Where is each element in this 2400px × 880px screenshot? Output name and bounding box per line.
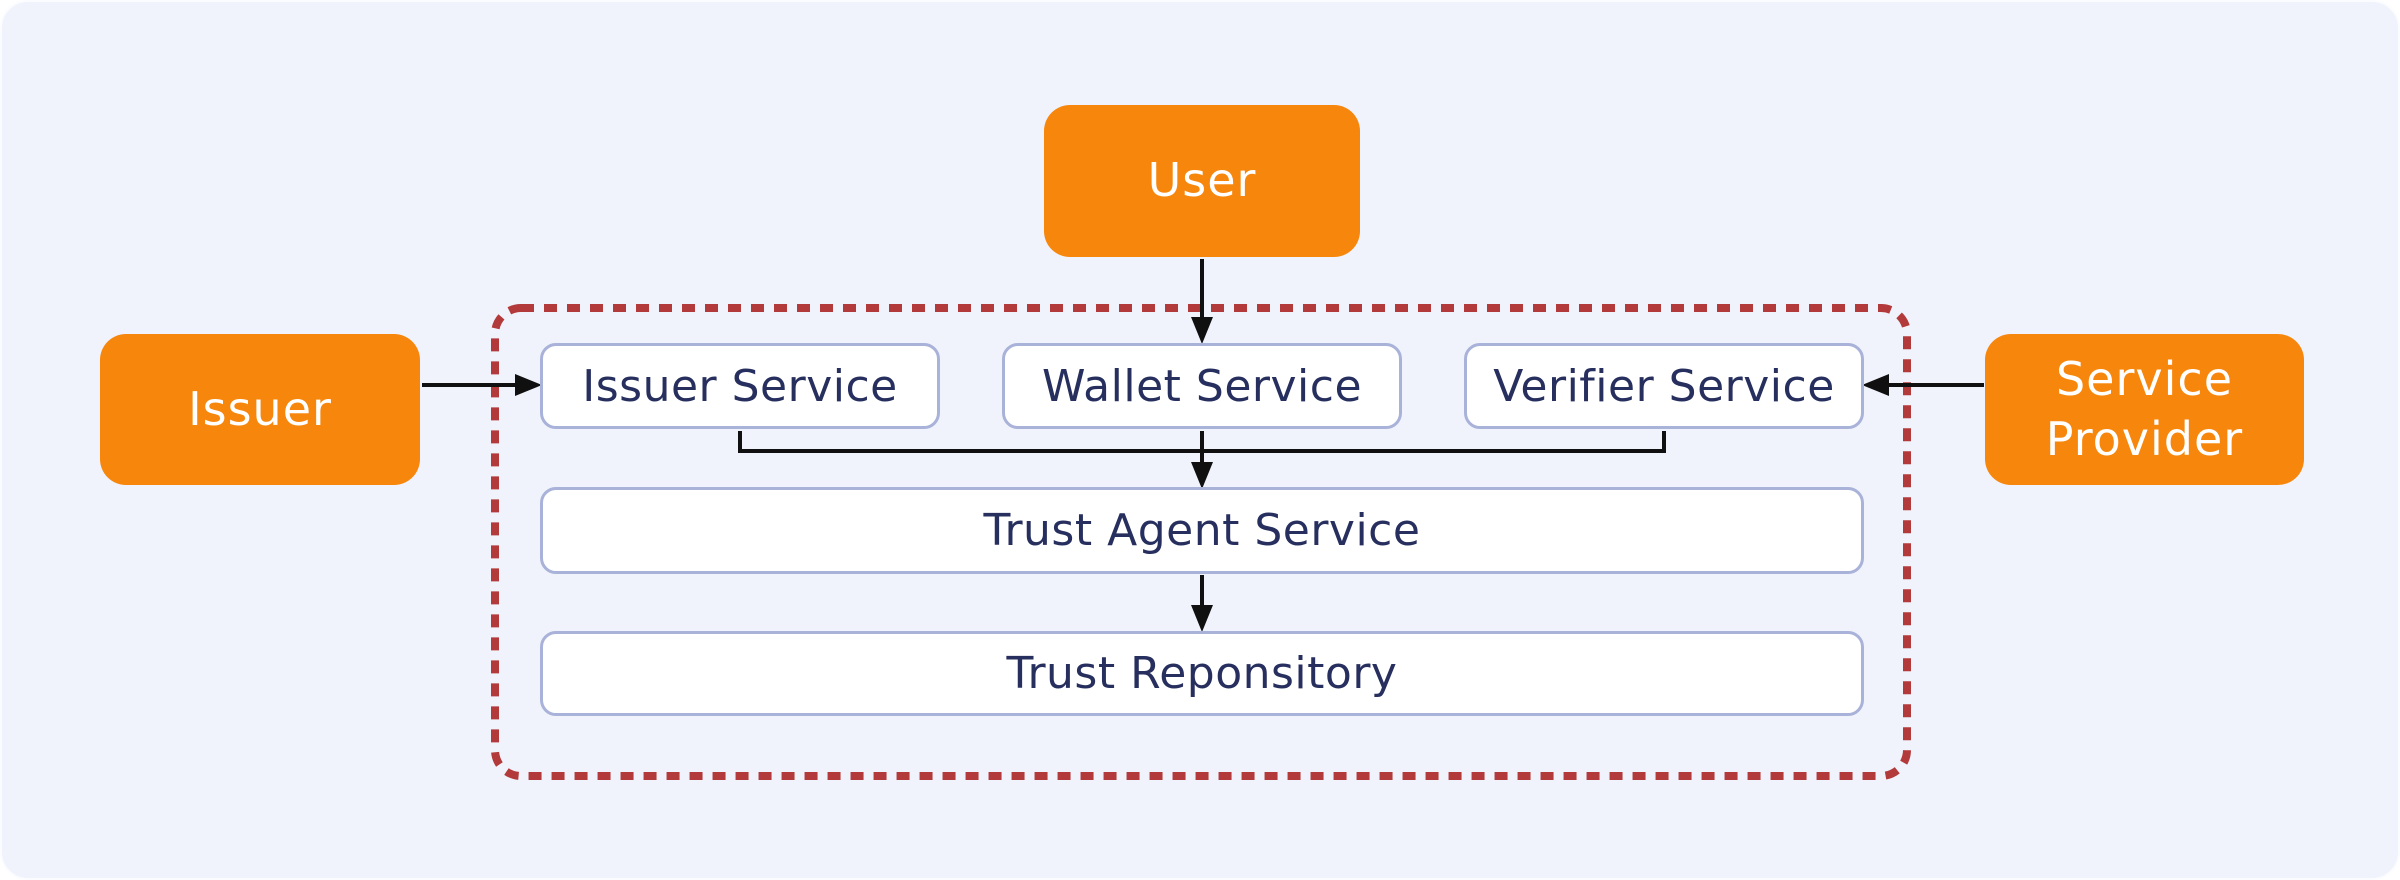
node-issuer: Issuer (100, 334, 420, 485)
node-issuer-service: Issuer Service (540, 343, 940, 429)
arrow-service-provider-to-verifier-service (1862, 374, 1984, 396)
node-service-provider: Service Provider (1985, 334, 2304, 485)
arrow-trust-agent-to-trust-repository (1191, 575, 1213, 632)
node-trust-agent-service-label: Trust Agent Service (983, 505, 1421, 556)
node-issuer-label: Issuer (188, 381, 332, 436)
node-verifier-service-label: Verifier Service (1493, 360, 1835, 412)
node-wallet-service: Wallet Service (1002, 343, 1402, 429)
node-issuer-service-label: Issuer Service (582, 360, 898, 412)
arrow-junction-to-trust-agent-service (1191, 431, 1213, 489)
arrow-user-to-wallet-service (1191, 259, 1213, 344)
node-service-provider-label: Service Provider (2045, 351, 2244, 466)
node-user: User (1044, 105, 1360, 257)
node-trust-repository: Trust Reponsitory (540, 631, 1864, 716)
arrow-issuer-to-issuer-service (422, 374, 542, 396)
node-user-label: User (1147, 153, 1257, 208)
node-trust-repository-label: Trust Reponsitory (1006, 648, 1398, 699)
node-trust-agent-service: Trust Agent Service (540, 487, 1864, 574)
node-verifier-service: Verifier Service (1464, 343, 1864, 429)
node-wallet-service-label: Wallet Service (1041, 360, 1363, 412)
